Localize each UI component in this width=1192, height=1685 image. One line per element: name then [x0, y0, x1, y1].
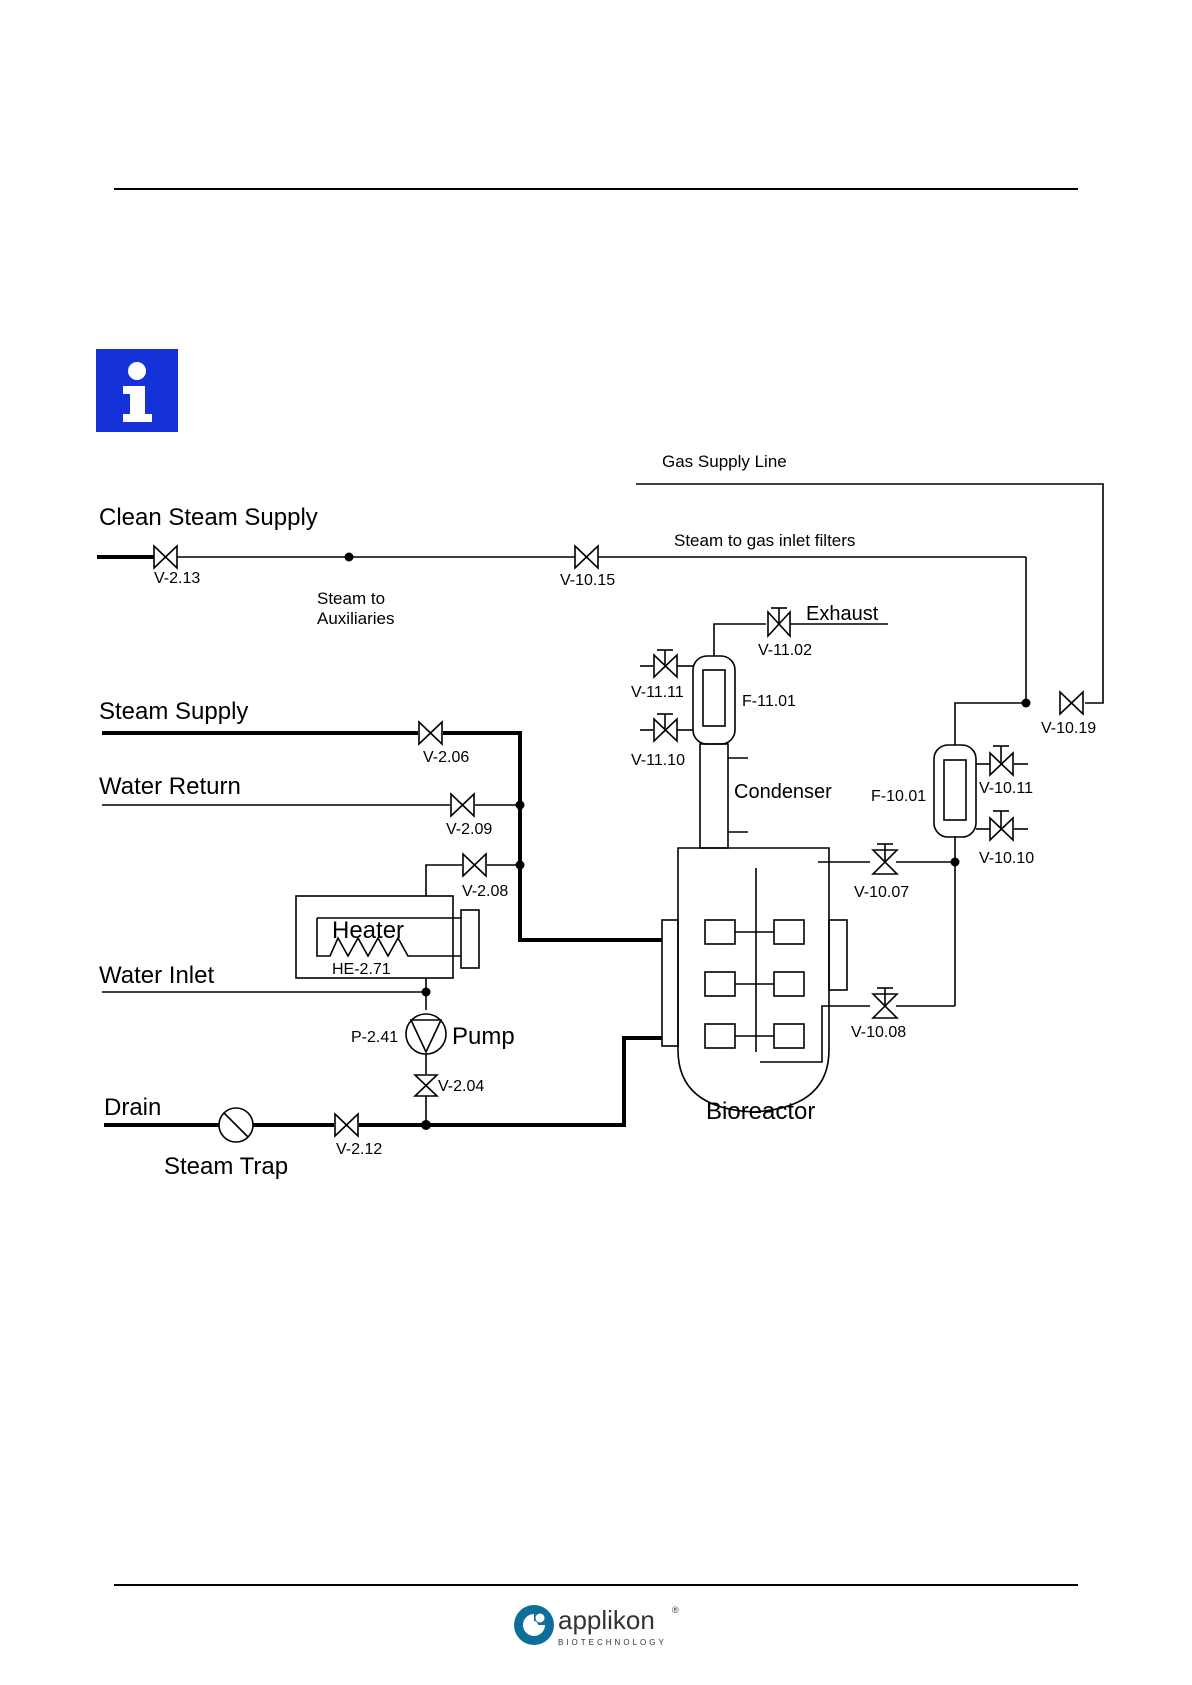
valve-v-2-12[interactable] [334, 1112, 359, 1138]
label-f-10-01: F-10.01 [871, 788, 926, 805]
steam-trap[interactable] [218, 1107, 254, 1143]
label-condenser: Condenser [734, 781, 832, 803]
label-pump: Pump [452, 1023, 515, 1050]
label-v-10-15: V-10.15 [560, 572, 615, 589]
label-steam-to-gas-inlet-filters: Steam to gas inlet filters [674, 531, 855, 550]
valve-v-11-10[interactable] [653, 713, 678, 743]
label-v-2-04: V-2.04 [438, 1078, 484, 1095]
condenser [699, 743, 729, 849]
valve-v-10-15[interactable] [574, 544, 599, 570]
label-v-10-11: V-10.11 [979, 780, 1033, 797]
valve-v-2-13[interactable] [153, 544, 178, 570]
junction-dot [950, 857, 960, 867]
label-drain: Drain [104, 1094, 161, 1121]
junction-dot [421, 987, 431, 997]
valve-v-2-04[interactable] [413, 1074, 439, 1097]
label-steam-supply: Steam Supply [99, 698, 248, 725]
label-v-2-13: V-2.13 [154, 570, 200, 587]
valve-v-2-06[interactable] [418, 720, 443, 746]
valve-v-2-08[interactable] [462, 852, 487, 878]
header-rule [114, 188, 1078, 190]
valve-v-10-07[interactable] [871, 843, 899, 875]
label-water-return: Water Return [99, 773, 241, 800]
svg-text:BIOTECHNOLOGY: BIOTECHNOLOGY [558, 1638, 667, 1647]
label-clean-steam-supply: Clean Steam Supply [99, 504, 318, 531]
label-v-2-09: V-2.09 [446, 821, 492, 838]
valve-v-10-08[interactable] [871, 987, 899, 1019]
filter-f-10-01 [933, 744, 977, 838]
label-steam-to-aux-2: Auxiliaries [317, 609, 394, 628]
valve-v-11-11[interactable] [653, 649, 678, 679]
label-pump-tag: P-2.41 [351, 1029, 398, 1046]
pump-p-2-41[interactable] [405, 1013, 447, 1055]
info-icon [96, 349, 178, 432]
label-v-10-19: V-10.19 [1041, 720, 1096, 737]
valve-v-10-11[interactable] [989, 745, 1014, 777]
label-exhaust: Exhaust [806, 603, 879, 625]
label-v-2-08: V-2.08 [462, 883, 508, 900]
valve-v-11-02[interactable] [767, 607, 791, 639]
valve-v-2-09[interactable] [450, 792, 475, 818]
label-v-10-07: V-10.07 [854, 884, 909, 901]
bioreactor-jacket [661, 919, 679, 1047]
junction-dot [515, 800, 525, 810]
label-v-11-10: V-11.10 [631, 752, 685, 769]
label-v-10-10: V-10.10 [979, 850, 1034, 867]
heater [295, 895, 454, 979]
junction-dot [515, 860, 525, 870]
label-v-11-02: V-11.02 [758, 642, 812, 659]
junction-dot [1021, 698, 1031, 708]
label-water-inlet: Water Inlet [99, 962, 214, 989]
label-bioreactor: Bioreactor [706, 1098, 815, 1125]
label-v-10-08: V-10.08 [851, 1024, 906, 1041]
junction-dot [421, 1120, 431, 1130]
label-heater: Heater [332, 917, 404, 944]
label-gas-supply-line: Gas Supply Line [662, 452, 787, 471]
label-steam-trap: Steam Trap [164, 1153, 288, 1180]
bioreactor-vessel [677, 847, 830, 1113]
valve-v-10-19[interactable] [1059, 690, 1084, 716]
label-steam-to-aux-1: Steam to [317, 589, 385, 608]
label-f-11-01: F-11.01 [742, 693, 796, 710]
junction-dot [344, 552, 354, 562]
applikon-logo: applikon ® BIOTECHNOLOGY [514, 1605, 679, 1647]
label-v-2-06: V-2.06 [423, 749, 469, 766]
label-v-2-12: V-2.12 [336, 1141, 382, 1158]
svg-text:®: ® [672, 1605, 679, 1615]
label-heater-tag: HE-2.71 [332, 961, 391, 978]
valve-v-10-10[interactable] [989, 810, 1014, 842]
svg-text:applikon: applikon [558, 1605, 655, 1635]
footer-rule [114, 1584, 1078, 1586]
label-v-11-11: V-11.11 [631, 684, 684, 701]
